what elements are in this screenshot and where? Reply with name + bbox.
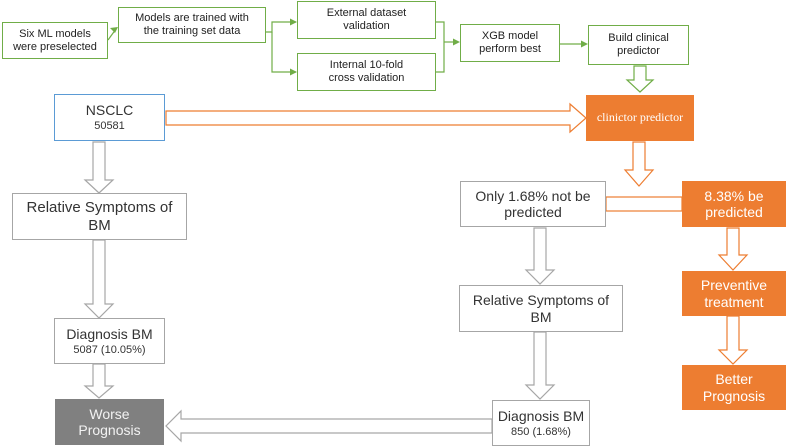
- arrowhead-to-internal: [290, 68, 297, 76]
- node-six-ml-models: Six ML models were preselected: [2, 22, 108, 59]
- node-be-predicted: 8.38% be predicted: [682, 181, 786, 227]
- arrow-nsclc-to-clinictor: [165, 102, 587, 134]
- connector-models-split: [266, 21, 296, 33]
- node-build-clinical-predictor: Build clinical predictor: [588, 25, 689, 65]
- node-external-validation-line2: validation: [343, 20, 390, 32]
- node-only-not-predicted-line2: predicted: [504, 204, 562, 220]
- arrow-diagnosis-to-worse: [83, 363, 115, 399]
- node-external-validation-line1: External dataset: [326, 7, 407, 20]
- node-better-prognosis-line1: Better: [715, 371, 753, 388]
- node-relative-symptoms-right: Relative Symptoms of BM: [459, 285, 623, 332]
- node-internal-validation: Internal 10-fold cross validation: [297, 53, 436, 91]
- node-six-ml-models-line1: Six ML models: [19, 27, 91, 40]
- node-better-prognosis: Better Prognosis: [682, 365, 786, 410]
- node-nsclc-count: 50581: [94, 120, 125, 133]
- node-be-predicted-line2: predicted: [705, 204, 763, 220]
- node-preventive-treatment: Preventive treatment: [682, 271, 786, 316]
- node-preventive-treatment-line2: treatment: [704, 293, 764, 310]
- arrow-only-to-relative: [524, 227, 556, 285]
- node-internal-validation-line1: Internal 10-fold: [329, 59, 404, 72]
- arrow-preventive-to-better: [717, 315, 749, 365]
- connector-validation-merge: [436, 21, 445, 73]
- node-worse-prognosis: Worse Prognosis: [55, 399, 164, 445]
- node-diagnosis-bm-left: Diagnosis BM 5087 (10.05%): [54, 318, 165, 364]
- node-worse-prognosis-line2: Prognosis: [78, 422, 141, 438]
- node-build-clinical-predictor-line1: Build clinical: [608, 32, 669, 45]
- node-worse-prognosis-line1: Worse: [89, 405, 130, 422]
- node-six-ml-models-line2: were preselected: [13, 40, 97, 53]
- node-diagnosis-bm-right: Diagnosis BM 850 (1.68%): [492, 400, 590, 446]
- arrowhead-to-build: [581, 40, 588, 48]
- node-internal-validation-line2: cross validation: [328, 72, 405, 84]
- connector-models-to-internal: [271, 32, 296, 73]
- arrow-build-to-clinictor: [625, 65, 655, 93]
- node-xgb-model-line1: XGB model: [481, 30, 539, 43]
- node-relative-symptoms-left-line1: Relative Symptoms of: [26, 199, 173, 217]
- node-xgb-model-line2: perform best: [479, 43, 541, 55]
- node-clinictor-predictor-label: clinictor predictor: [596, 110, 684, 125]
- arrowhead-to-models: [110, 27, 118, 33]
- node-models-trained-line2: the training set data: [143, 25, 241, 37]
- node-only-not-predicted: Only 1.68% not be predicted: [460, 181, 606, 227]
- node-relative-symptoms-left: Relative Symptoms of BM: [12, 193, 187, 240]
- arrowhead-to-xgb: [453, 38, 460, 46]
- node-relative-symptoms-left-line2: BM: [88, 216, 111, 234]
- arrowhead-to-external: [290, 18, 297, 26]
- node-models-trained-line1: Models are trained with: [135, 12, 249, 25]
- node-diagnosis-bm-right-title: Diagnosis BM: [497, 407, 585, 424]
- node-relative-symptoms-right-line2: BM: [530, 308, 552, 325]
- arrow-relative-to-diagnosis-right: [524, 331, 556, 400]
- node-diagnosis-bm-left-count: 5087 (10.05%): [73, 343, 146, 356]
- node-build-clinical-predictor-line2: predictor: [617, 45, 660, 57]
- node-only-not-predicted-line1: Only 1.68% not be: [475, 187, 591, 204]
- arrow-predicted-to-preventive: [717, 227, 749, 271]
- bar-only-to-predicted: [605, 196, 683, 212]
- arrow-nsclc-to-relative: [83, 141, 115, 194]
- node-be-predicted-line1: 8.38% be: [704, 187, 764, 204]
- node-better-prognosis-line2: Prognosis: [702, 387, 766, 404]
- node-relative-symptoms-right-line1: Relative Symptoms of: [472, 292, 610, 309]
- arrow-clinictor-down: [623, 141, 655, 187]
- node-nsclc-title: NSCLC: [85, 102, 134, 119]
- node-nsclc: NSCLC 50581: [54, 94, 165, 141]
- arrow-relative-to-diagnosis: [83, 239, 115, 319]
- node-clinictor-predictor: clinictor predictor: [586, 95, 694, 141]
- node-diagnosis-bm-right-count: 850 (1.68%): [511, 425, 571, 438]
- node-preventive-treatment-line1: Preventive: [700, 277, 768, 294]
- node-external-validation: External dataset validation: [297, 1, 436, 39]
- node-xgb-model: XGB model perform best: [460, 24, 560, 62]
- arrow-diagnosis-right-to-worse: [165, 409, 493, 443]
- node-models-trained: Models are trained with the training set…: [118, 7, 266, 43]
- node-diagnosis-bm-left-title: Diagnosis BM: [66, 325, 153, 342]
